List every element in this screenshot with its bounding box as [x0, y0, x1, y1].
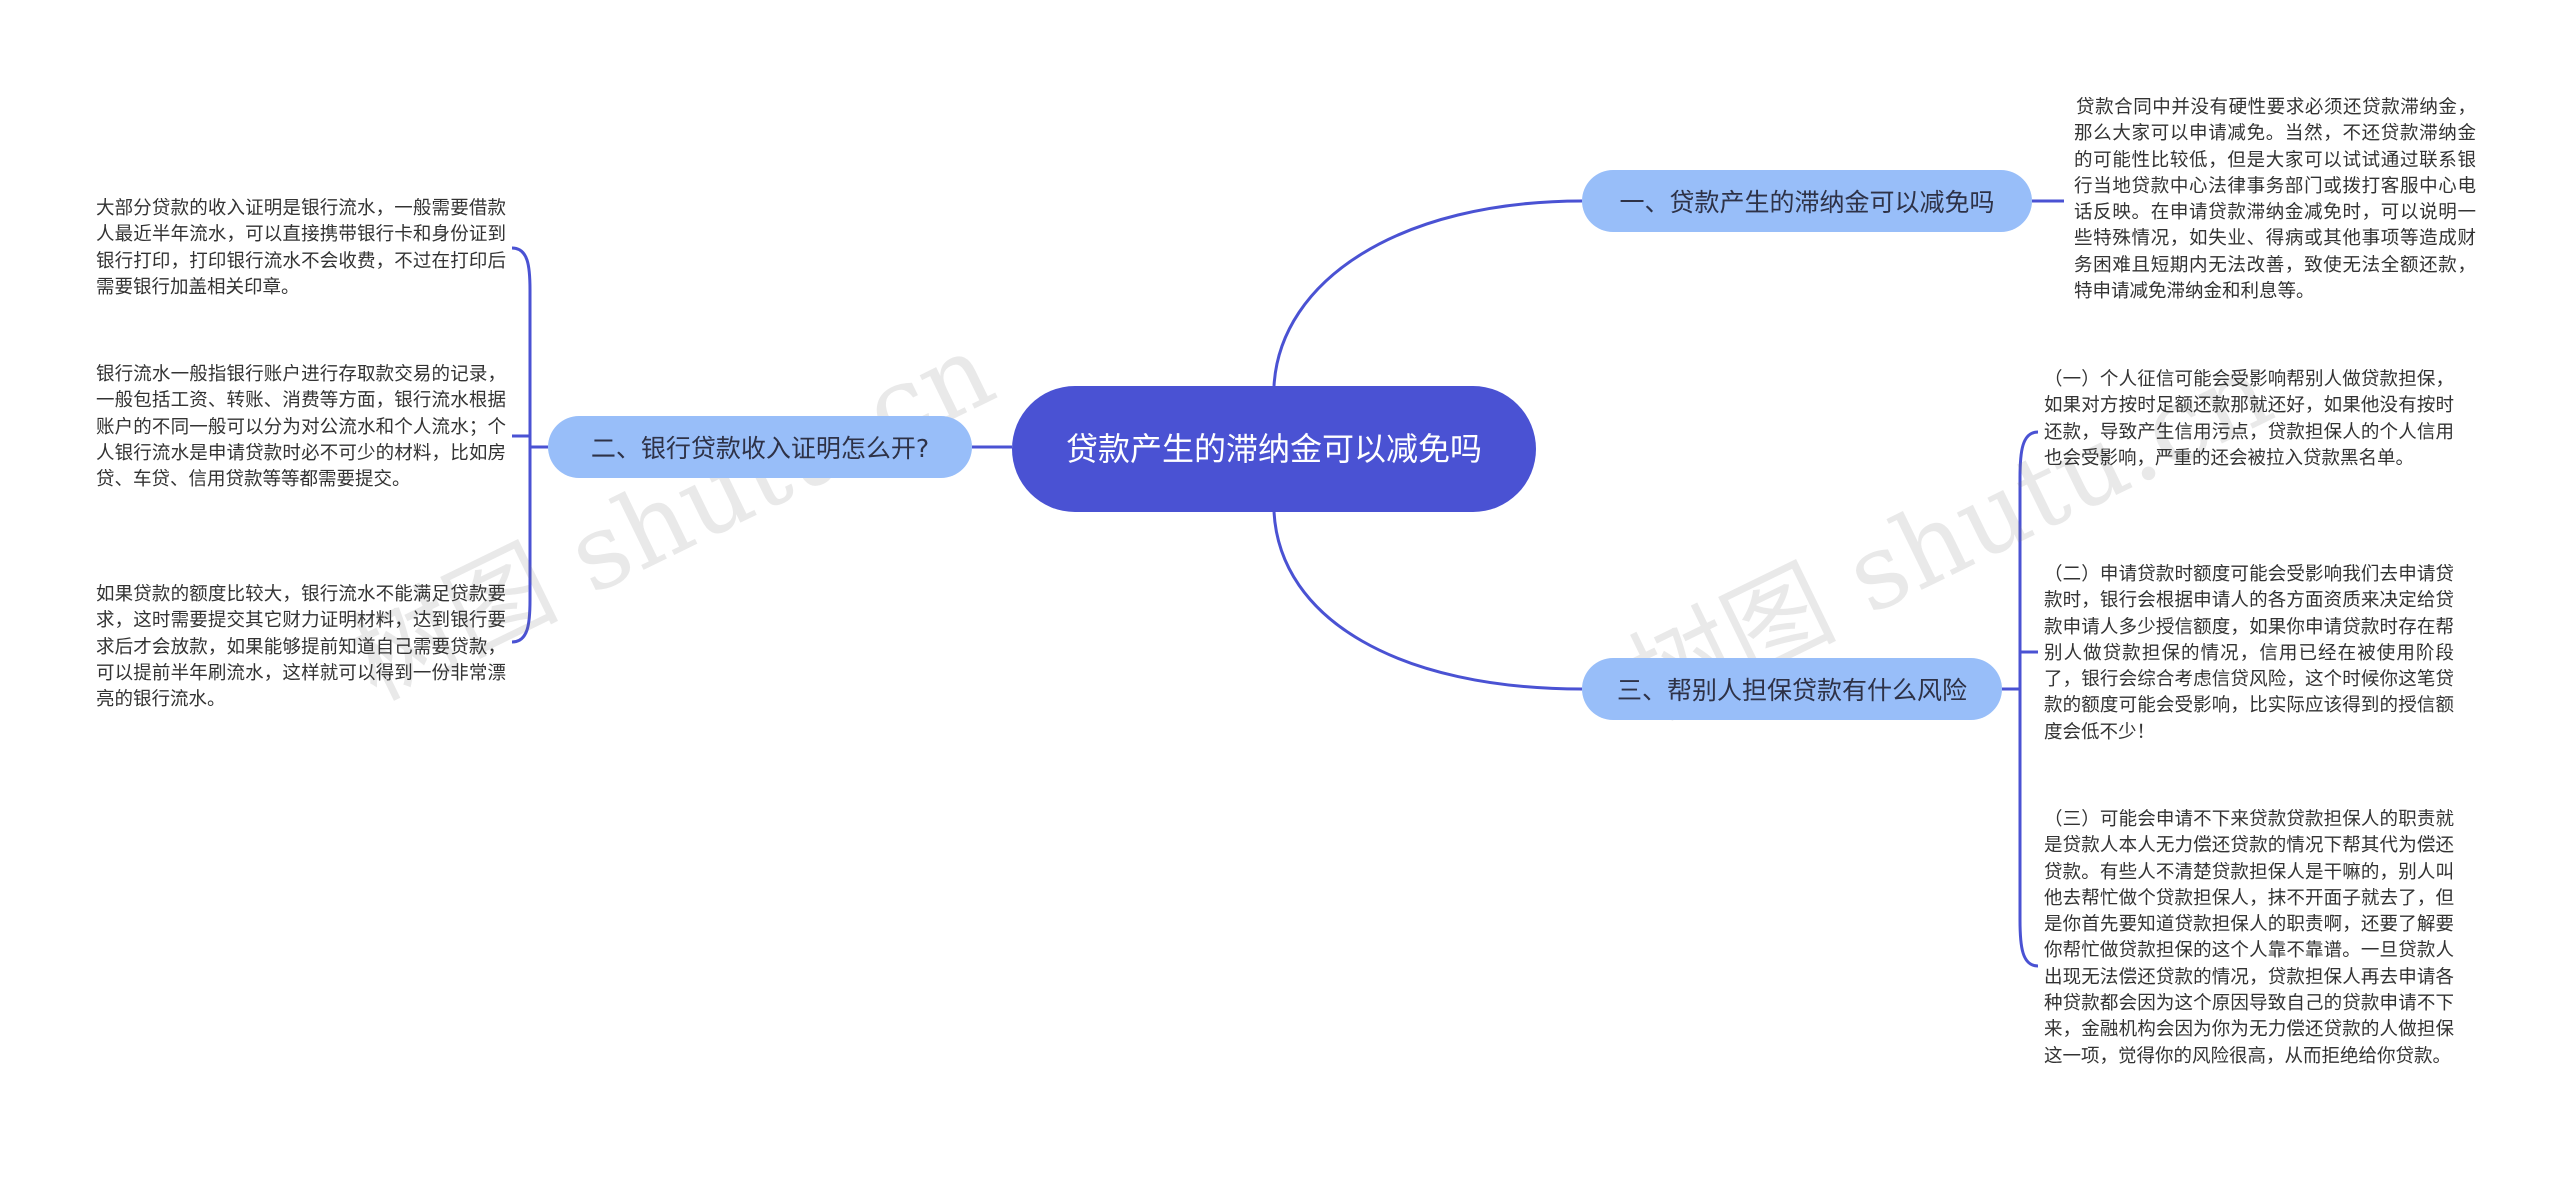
connector-root-to-branch-3	[1272, 511, 1583, 691]
branch-label: 一、贷款产生的滞纳金可以减免吗	[1619, 188, 1995, 217]
branch-node-3[interactable]: 三、帮别人担保贷款有什么风险	[1582, 658, 2002, 720]
detail-text-node[interactable]: 如果贷款的额度比较大，银行流水不能满足贷款要求，这时需要提交其它财力证明材料，达…	[96, 584, 506, 711]
detail-text-node[interactable]: （三）可能会申请不下来贷款贷款担保人的职责就是贷款人本人无力偿还贷款的情况下帮其…	[2044, 809, 2454, 1067]
root-topic-node[interactable]: 贷款产生的滞纳金可以减免吗	[1012, 386, 1536, 512]
branch-node-1[interactable]: 一、贷款产生的滞纳金可以减免吗	[1582, 170, 2032, 232]
branch-label: 二、银行贷款收入证明怎么开?	[590, 434, 930, 463]
connector-branch-3-bracket	[2018, 430, 2039, 968]
detail-text-node[interactable]: 贷款合同中并没有硬性要求必须还贷款滞纳金，那么大家可以申请减免。当然，不还贷款滞…	[2074, 97, 2476, 303]
detail-text-node[interactable]: （一）个人征信可能会受影响帮别人做贷款担保，如果对方按时足额还款那就还好，如果他…	[2044, 369, 2454, 469]
detail-text-node[interactable]: （二）申请贷款时额度可能会受影响我们去申请贷款时，银行会根据申请人的各方面资质来…	[2044, 564, 2454, 743]
root-topic-label: 贷款产生的滞纳金可以减免吗	[1065, 430, 1482, 468]
detail-text-node[interactable]: 大部分贷款的收入证明是银行流水，一般需要借款人最近半年流水，可以直接携带银行卡和…	[96, 198, 506, 298]
connector-root-to-branch-1	[1272, 199, 1583, 387]
branch-node-2[interactable]: 二、银行贷款收入证明怎么开?	[548, 416, 972, 478]
connector-branch-2-bracket	[511, 246, 532, 644]
branch-label: 三、帮别人担保贷款有什么风险	[1616, 676, 1967, 705]
detail-text-node[interactable]: 银行流水一般指银行账户进行存取款交易的记录，一般包括工资、转账、消费等方面，银行…	[96, 364, 506, 491]
